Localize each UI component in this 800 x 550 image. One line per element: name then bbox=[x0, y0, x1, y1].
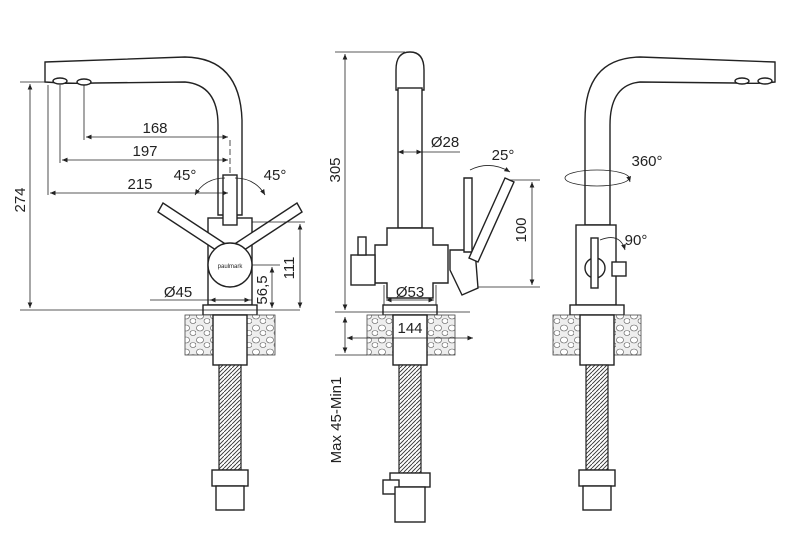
rotation-360: 360° bbox=[631, 153, 662, 170]
dim-274: 274 bbox=[12, 187, 29, 212]
knob-left bbox=[350, 254, 376, 286]
hose bbox=[398, 364, 422, 474]
dim-168: 168 bbox=[142, 120, 167, 137]
dim-305: 305 bbox=[327, 157, 344, 182]
mount-range-label: Max 45-Min1 bbox=[328, 377, 345, 464]
stem bbox=[222, 174, 238, 226]
dim-144: 144 bbox=[397, 320, 422, 337]
angle-25: 25° bbox=[492, 147, 515, 164]
front-view: 305 Ø28 25° 100 Ø53 144 Max 45-Min1 bbox=[327, 51, 540, 523]
lever-right bbox=[468, 177, 515, 263]
knob-right bbox=[611, 261, 627, 277]
dia-28: Ø28 bbox=[431, 134, 459, 151]
dim-197: 197 bbox=[132, 143, 157, 160]
angle-90: 90° bbox=[625, 232, 648, 249]
aerator bbox=[76, 78, 92, 86]
hose bbox=[218, 364, 242, 471]
side-view-right: 90° 360° bbox=[552, 56, 776, 511]
hose bbox=[585, 364, 609, 471]
brand-logo: paulmark bbox=[218, 264, 244, 270]
aerator bbox=[52, 77, 68, 85]
angle-right: 45° bbox=[264, 167, 287, 184]
spout bbox=[584, 56, 776, 226]
dia-53: Ø53 bbox=[396, 284, 424, 301]
angle-left: 45° bbox=[174, 167, 197, 184]
spout-tube bbox=[397, 87, 423, 229]
spout bbox=[395, 51, 425, 91]
dim-56-5: 56,5 bbox=[254, 275, 271, 304]
dim-100: 100 bbox=[513, 217, 530, 242]
dim-111: 111 bbox=[281, 257, 298, 280]
stem-right bbox=[463, 177, 473, 253]
side-view-left: paulmark 274 168 197 215 45° 45° Ø45 56,… bbox=[12, 56, 305, 511]
dia-45: Ø45 bbox=[164, 284, 192, 301]
lever bbox=[590, 237, 599, 289]
dim-215: 215 bbox=[127, 176, 152, 193]
